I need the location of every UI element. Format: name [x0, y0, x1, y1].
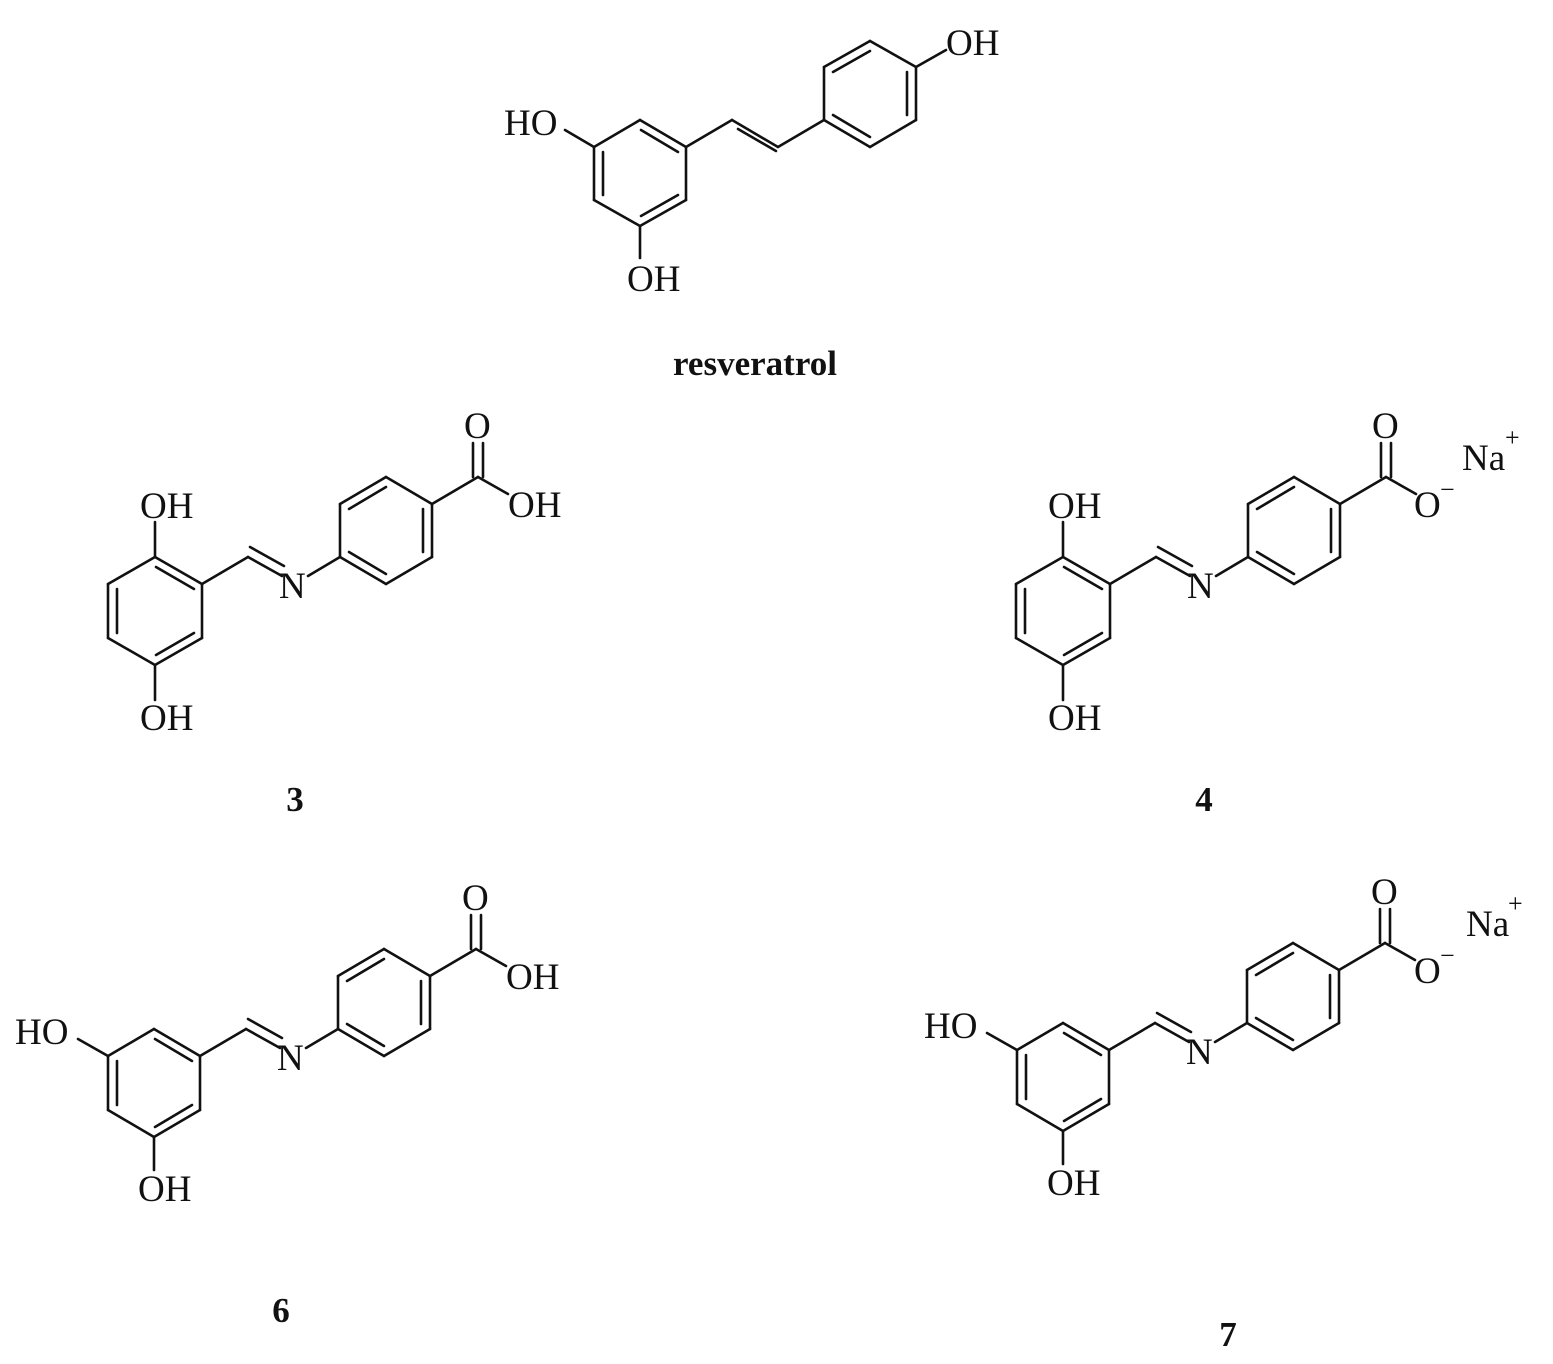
resveratrol-ho-left: HO [504, 103, 557, 144]
compound-7-plus-charge: + [1508, 889, 1523, 918]
structure-compound-3: OH OH N O OH 3 [106, 406, 561, 819]
compound-4-anion-o: O [1414, 485, 1441, 526]
compound-6-acid-oh: OH [506, 957, 559, 998]
resveratrol-bonds [563, 39, 948, 260]
compound-7-imine-n: N [1186, 1032, 1213, 1073]
structure-compound-6: HO OH N O OH 6 [15, 878, 559, 1330]
compound-6-imine-n: N [277, 1038, 304, 1079]
compound-6-ho-meta: HO [15, 1012, 68, 1053]
compound-6-label: 6 [272, 1291, 290, 1330]
structure-compound-4: OH OH N O O − Na + 4 [1014, 406, 1520, 819]
compound-7-sodium: Na [1466, 904, 1509, 945]
structure-compound-7: HO OH N O O − Na + 7 [924, 872, 1523, 1354]
compound-4-label: 4 [1195, 780, 1213, 819]
compound-4-bonds [1014, 441, 1418, 702]
compound-3-carbonyl-o: O [464, 406, 491, 447]
compound-7-ho-meta: HO [924, 1006, 977, 1047]
compound-3-bonds [106, 441, 510, 702]
compound-7-carbonyl-o: O [1371, 872, 1398, 913]
compound-3-label: 3 [286, 780, 304, 819]
compound-6-bonds [76, 913, 508, 1172]
resveratrol-oh-top: OH [946, 23, 999, 64]
compound-7-oh-meta: OH [1047, 1163, 1100, 1204]
compound-4-oh-para: OH [1048, 698, 1101, 739]
compound-4-imine-n: N [1187, 566, 1214, 607]
compound-4-oh-ortho: OH [1048, 486, 1101, 527]
compound-4-minus-charge: − [1440, 475, 1455, 504]
compound-7-label: 7 [1219, 1315, 1237, 1354]
compound-3-oh-ortho: OH [140, 486, 193, 527]
compound-4-plus-charge: + [1505, 423, 1520, 452]
compound-3-acid-oh: OH [508, 485, 561, 526]
compound-6-carbonyl-o: O [462, 878, 489, 919]
compound-7-anion-o: O [1414, 951, 1441, 992]
compound-7-bonds [985, 907, 1417, 1166]
structure-resveratrol: OH HO OH resveratrol [504, 23, 999, 383]
compound-3-oh-para: OH [140, 698, 193, 739]
compound-4-carbonyl-o: O [1372, 406, 1399, 447]
compound-6-oh-meta: OH [138, 1169, 191, 1210]
compound-4-sodium: Na [1462, 438, 1505, 479]
resveratrol-oh-bottom: OH [627, 259, 680, 300]
compound-7-minus-charge: − [1440, 941, 1455, 970]
resveratrol-label: resveratrol [673, 344, 837, 383]
compound-3-imine-n: N [279, 566, 306, 607]
